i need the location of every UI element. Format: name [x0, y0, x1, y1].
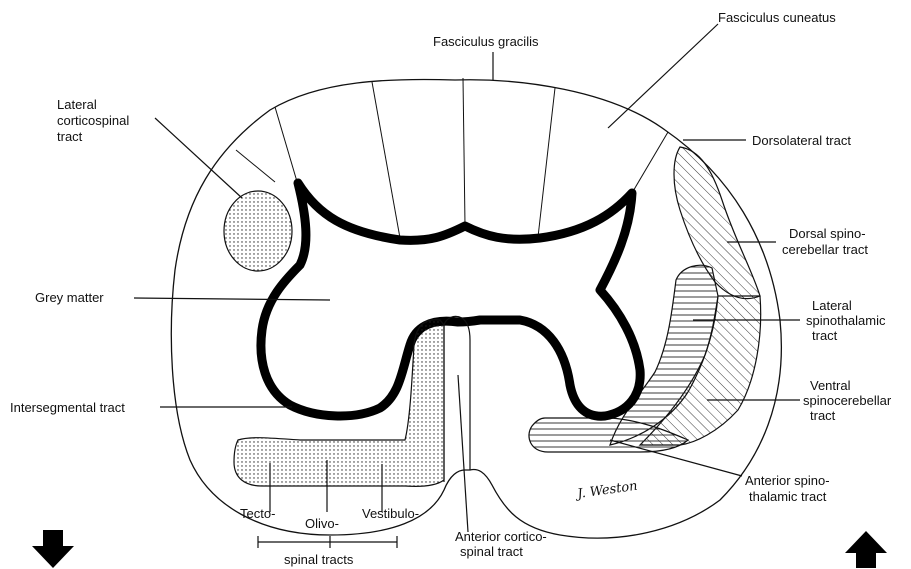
label-grey-matter: Grey matter — [35, 290, 104, 305]
label-ventral-spinocerebellar-tract: Ventral spinocerebellar tract — [803, 378, 895, 423]
lateral-corticospinal-tract-region — [224, 191, 292, 271]
label-spinal-tracts: spinal tracts — [284, 552, 354, 567]
label-fasciculus-cuneatus: Fasciculus cuneatus — [718, 10, 836, 25]
label-dorsolateral-tract: Dorsolateral tract — [752, 133, 851, 148]
label-tecto: Tecto- — [240, 506, 275, 521]
label-olivo: Olivo- — [305, 516, 339, 531]
label-anterior-spinothalamic-tract: Anterior spino- thalamic tract — [745, 473, 833, 504]
label-dorsal-spinocerebellar-tract: Dorsal spino- cerebellar tract — [782, 226, 869, 257]
spinal-tracts-bracket — [258, 536, 397, 548]
arrow-up-icon — [845, 531, 887, 568]
label-lateral-corticospinal-tract: Lateral corticospinal tract — [57, 97, 133, 144]
label-anterior-corticospinal-tract: Anterior cortico- spinal tract — [455, 529, 550, 559]
artist-signature: J. Weston — [573, 479, 638, 503]
label-intersegmental-tract: Intersegmental tract — [10, 400, 125, 415]
label-lateral-spinothalamic-tract: Lateral spinothalamic tract — [806, 298, 889, 343]
label-vestibulo: Vestibulo- — [362, 506, 419, 521]
arrow-down-icon — [32, 530, 74, 568]
anterior-median-fissure — [444, 316, 470, 482]
label-fasciculus-gracilis: Fasciculus gracilis — [433, 34, 539, 49]
